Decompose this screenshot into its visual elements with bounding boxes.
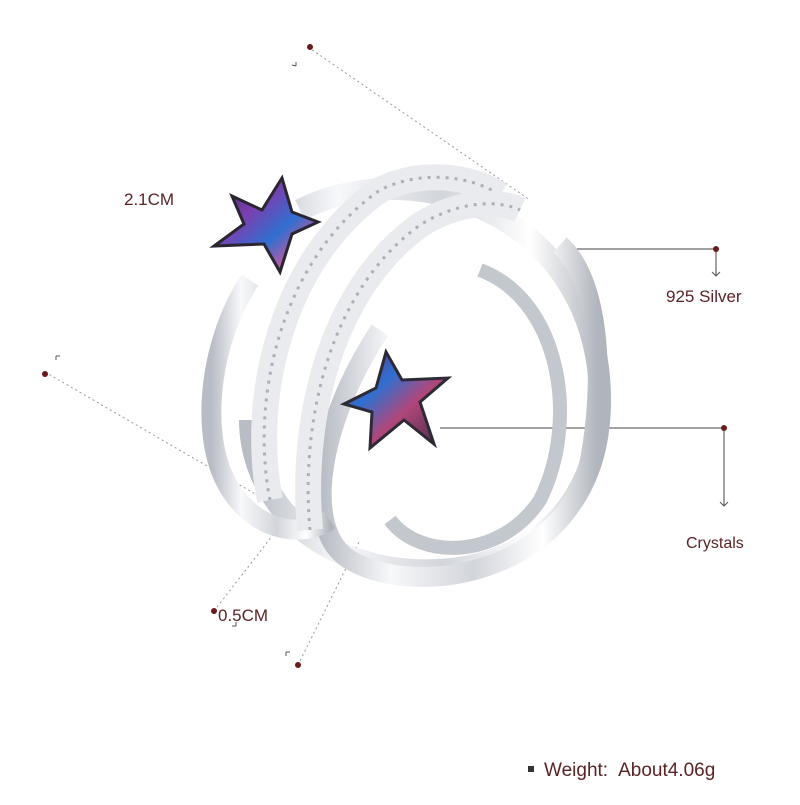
weight-label: Weight:: [544, 760, 609, 781]
width-label: 0.5CM: [218, 606, 269, 625]
size-label: 2.1CM: [124, 190, 175, 209]
material-label: 925 Silver: [666, 287, 742, 306]
weight-line: Weight: About4.06g: [528, 760, 715, 782]
ring-bands: [201, 164, 612, 587]
stones-label: Crystals: [686, 535, 744, 552]
arrow-heads: [55, 62, 729, 656]
marker-dots: [42, 44, 727, 668]
bullet-icon: [528, 765, 534, 772]
crystal-star-top: [209, 174, 322, 276]
weight-value: About4.06g: [618, 760, 716, 781]
crystal-star-front: [339, 348, 453, 452]
callout-lines: [440, 248, 725, 505]
